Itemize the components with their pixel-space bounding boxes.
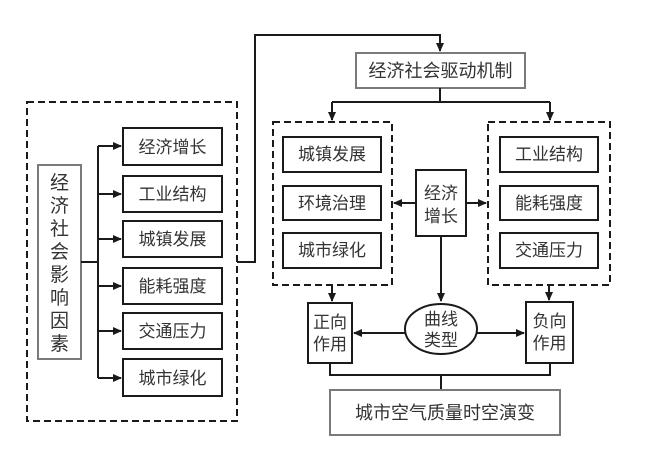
factor-item-label: 城市绿化 bbox=[139, 369, 207, 389]
factors-label-char: 会 bbox=[50, 241, 69, 263]
positive-item-label: 城镇发展 bbox=[298, 145, 366, 165]
positive-item-label: 城市绿化 bbox=[298, 241, 366, 261]
economic-growth-line: 增长 bbox=[424, 207, 458, 227]
curve-type-ellipse: 曲线 类型 bbox=[404, 303, 478, 355]
factors-label-char: 素 bbox=[50, 333, 69, 355]
factor-item-label: 城镇发展 bbox=[139, 230, 207, 250]
positive-item-box: 城市绿化 bbox=[282, 232, 382, 269]
factors-label-box: 经 济 社 会 影 响 因 素 bbox=[37, 164, 82, 360]
mechanism-box: 经济社会驱动机制 bbox=[355, 52, 526, 89]
positive-effect-line: 正向 bbox=[313, 313, 347, 333]
factor-item-label: 能耗强度 bbox=[139, 277, 207, 297]
factor-item-box: 工业结构 bbox=[122, 175, 223, 213]
positive-item-box: 城镇发展 bbox=[282, 136, 382, 173]
positive-item-box: 环境治理 bbox=[282, 185, 382, 221]
factors-label-char: 响 bbox=[50, 287, 69, 309]
factor-item-label: 工业结构 bbox=[139, 185, 207, 205]
factor-item-box: 能耗强度 bbox=[122, 267, 223, 305]
factors-label-char: 经 bbox=[50, 172, 69, 194]
factors-label-char: 济 bbox=[50, 195, 69, 217]
positive-item-label: 环境治理 bbox=[298, 194, 366, 214]
outcome-title: 城市空气质量时空演变 bbox=[355, 403, 535, 424]
factor-item-box: 经济增长 bbox=[122, 127, 223, 166]
factor-item-box: 城镇发展 bbox=[122, 220, 223, 258]
factors-to-mechanism-arrow bbox=[237, 34, 444, 263]
negative-item-label: 工业结构 bbox=[515, 145, 583, 165]
economic-growth-box: 经济 增长 bbox=[415, 169, 467, 237]
negative-item-label: 交通压力 bbox=[515, 241, 583, 261]
factors-label-char: 影 bbox=[50, 264, 69, 286]
effects-merge-line bbox=[329, 363, 551, 376]
negative-item-box: 能耗强度 bbox=[499, 185, 599, 221]
negative-effect-line: 作用 bbox=[533, 334, 567, 354]
factor-item-box: 交通压力 bbox=[122, 312, 223, 350]
curve-type-line: 类型 bbox=[424, 331, 458, 351]
economic-growth-line: 经济 bbox=[424, 184, 458, 204]
negative-effect-box: 负向 作用 bbox=[525, 301, 574, 364]
negative-effect-line: 负向 bbox=[533, 312, 567, 332]
factor-item-box: 城市绿化 bbox=[122, 358, 223, 397]
positive-effect-line: 作用 bbox=[313, 335, 347, 355]
factor-item-label: 交通压力 bbox=[139, 322, 207, 342]
curve-type-line: 曲线 bbox=[424, 310, 458, 330]
mechanism-title: 经济社会驱动机制 bbox=[369, 61, 513, 82]
factors-label-char: 社 bbox=[50, 218, 69, 240]
factor-item-label: 经济增长 bbox=[139, 138, 207, 158]
factors-label-char: 因 bbox=[50, 310, 69, 332]
positive-effect-box: 正向 作用 bbox=[307, 302, 353, 364]
negative-item-label: 能耗强度 bbox=[515, 194, 583, 214]
outcome-box: 城市空气质量时空演变 bbox=[329, 389, 561, 436]
negative-item-box: 交通压力 bbox=[499, 232, 599, 269]
negative-item-box: 工业结构 bbox=[499, 136, 599, 173]
